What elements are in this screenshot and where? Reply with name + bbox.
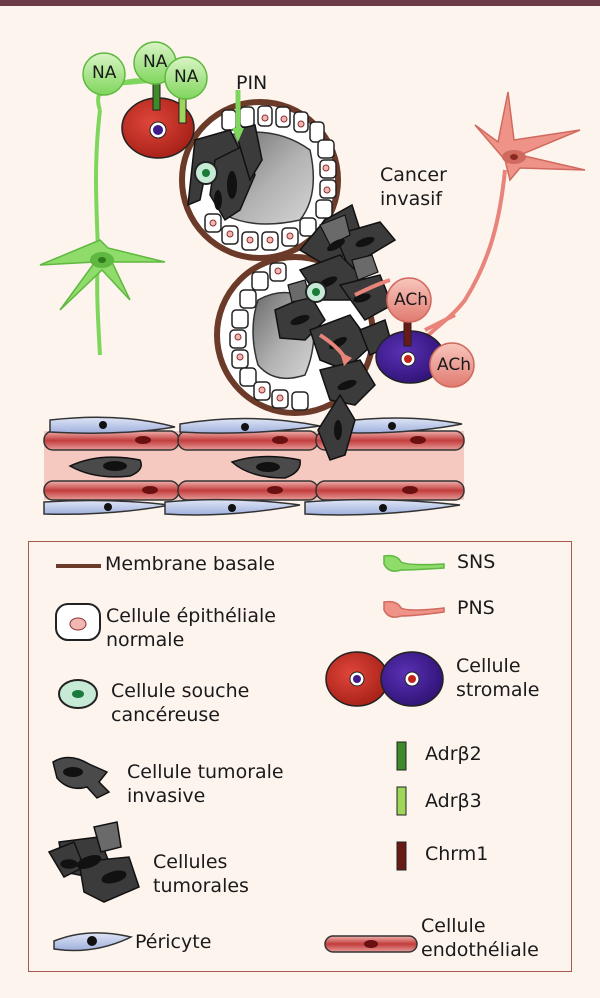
sns-icon [383,554,445,572]
stromal-cell-purple [375,317,445,384]
pns-icon [383,600,445,618]
prostate-cancer-innervation-diagram [39,41,586,516]
legend-endothelial-line2: endothéliale [421,939,539,961]
endothelial-wall-bottom [43,480,465,501]
legend-invasive-line1: Cellule tumorale [127,761,284,783]
legend-stem-line2: cancéreuse [111,704,220,726]
legend-icons [47,554,445,953]
pns-neuron [418,91,586,347]
legend: Membrane basale Cellule épithéliale norm… [28,541,572,972]
epithelial-cell-icon [55,603,101,641]
legend-adrb3: Adrβ3 [425,790,482,812]
legend-membrane: Membrane basale [105,553,276,575]
legend-stromal-line1: Cellule [456,655,521,677]
blood-vessel [43,416,465,516]
legend-stem-line1: Cellule souche [111,680,250,702]
adrb2-icon [396,741,407,771]
legend-epithelial-line1: Cellule épithéliale [106,605,276,627]
legend-epithelial-line2: normale [106,629,185,651]
cancer-label-line2: invasif [380,188,443,210]
pin-acinus [179,99,341,261]
stem-cell-icon [58,679,98,709]
cancer-label-line1: Cancer [380,164,447,186]
na-label-1: NA [92,63,117,83]
legend-tumor-line1: Cellules [153,851,228,873]
legend-invasive-line2: invasive [127,785,206,807]
endothelial-wall-top [43,430,465,451]
legend-endothelial-line1: Cellule [421,915,486,937]
adrb3-icon [396,786,407,816]
na-vesicles [82,41,208,100]
legend-stromal-line2: stromale [456,679,540,701]
stromal-cells-icon [325,651,444,707]
pericyte-icon [53,932,134,952]
membrane-swatch [56,564,101,568]
legend-chrm1: Chrm1 [425,843,489,865]
ach-vesicles [386,277,475,388]
invasive-acinus [214,203,397,461]
circulating-tumor-cells [68,455,301,479]
tumor-cells-icon [47,821,140,903]
endothelial-cell-icon [324,935,418,953]
pericytes [43,416,463,516]
stromal-cell-red [121,79,195,159]
legend-adrb2: Adrβ2 [425,743,482,765]
invasive-tumor-cell-icon [52,756,111,799]
legend-pericyte: Péricyte [135,931,212,953]
top-bar [0,0,600,6]
legend-tumor-line2: tumorales [153,875,249,897]
ach-label-2: ACh [437,355,471,375]
legend-sns: SNS [457,551,496,573]
pin-label: PIN [236,72,268,94]
na-label-3: NA [174,67,199,87]
chrm1-icon [396,841,407,871]
na-label-2: NA [143,52,168,72]
legend-pns: PNS [457,597,495,619]
ach-label-1: ACh [394,290,428,310]
